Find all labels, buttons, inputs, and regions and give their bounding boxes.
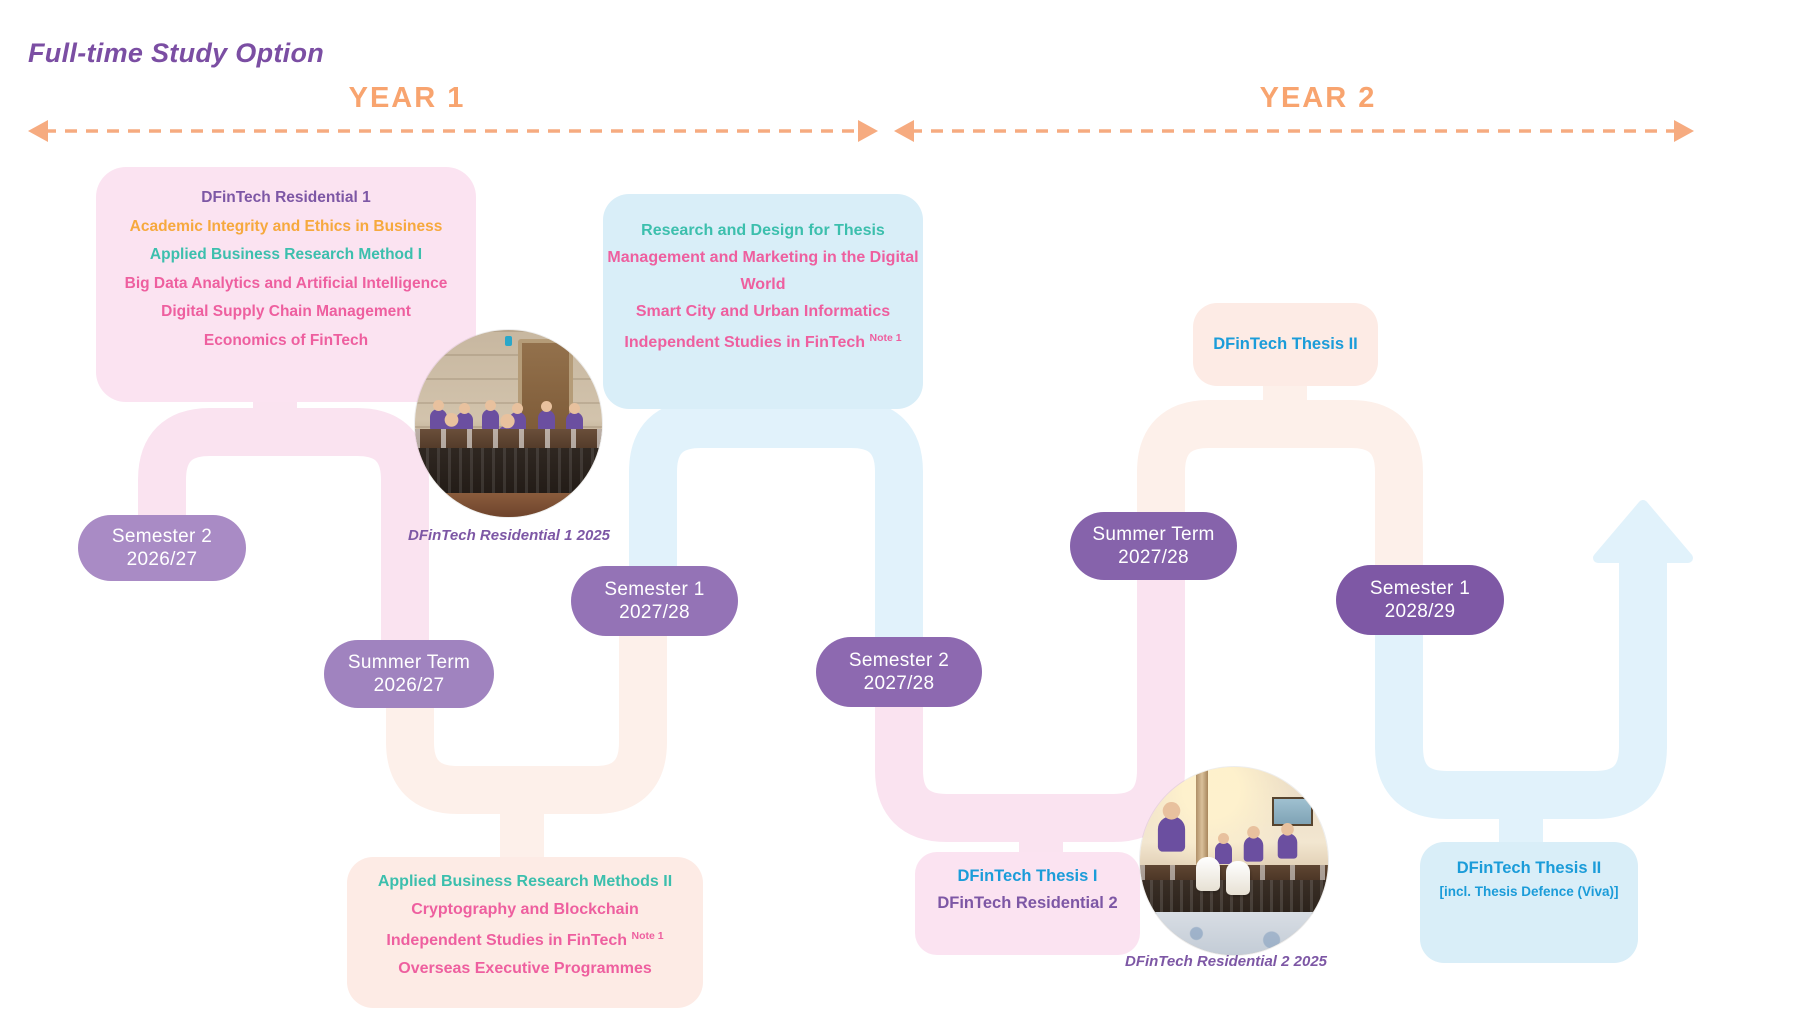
course-line: Research and Design for Thesis [641,222,885,239]
course-line: DFinTech Thesis II [1213,335,1358,353]
photo2-person [1215,833,1233,865]
photo2-person [1277,822,1298,859]
course-line: Management and Marketing in the Digital … [607,249,919,293]
pill-term: Semester 1 [1369,578,1471,599]
pill-year: 2026/27 [373,675,445,696]
photo2-person [1243,826,1264,863]
pill-year: 2028/29 [1384,601,1456,622]
course-line: Economics of FinTech [203,331,369,349]
photo2-chair [1196,857,1221,892]
photo1-person [566,403,584,435]
course-line: [incl. Thesis Defence (Viva)] [1439,884,1619,899]
course-line: Academic Integrity and Ethics in Busines… [129,217,443,235]
course-line: DFinTech Residential 1 [201,189,371,206]
course-box-top-left: DFinTech Residential 1 Academic Integrit… [96,167,476,402]
photo-residential-1 [415,330,602,517]
page-title: Full-time Study Option [28,38,325,68]
photo-residential-2 [1140,767,1328,955]
pill-semester1-2027-28: Semester 1 2027/28 [571,566,738,636]
pill-year: 2027/28 [619,602,690,623]
course-line: DFinTech Thesis I [957,867,1098,885]
pill-year: 2026/27 [126,549,198,570]
year2-right-arrow-icon [1674,120,1694,142]
note-superscript: Note 1 [631,930,664,942]
pill-year: 2027/28 [863,673,935,694]
course-line: DFinTech Residential 2 [937,894,1118,912]
course-box-top-middle: Research and Design for Thesis Managemen… [603,194,923,409]
photo2-carpet [1140,911,1328,955]
course-line: Overseas Executive Programmes [398,959,652,977]
pill-semester2-2026-27: Semester 2 2026/27 [78,515,246,581]
photo2-caption: DFinTech Residential 2 2025 [1124,953,1328,970]
photo2-chair [1226,861,1251,895]
path-u-year2-blue [1375,552,1667,819]
path-u-year1-peach [386,595,667,814]
path-arch-year2-peach [1137,400,1423,600]
note-superscript: Note 1 [869,332,902,344]
pill-summer-term-2027-28: Summer Term 2027/28 [1070,512,1237,580]
photo1-person [482,399,500,431]
course-box-bottom-left: Applied Business Research Methods II Cry… [347,857,703,1008]
course-line: Independent Studies in FinTech Note 1 [347,923,703,955]
pill-year: 2027/28 [1118,547,1189,568]
photo2-person [1157,802,1185,852]
photo1-table-fronts [415,447,602,493]
course-line: Independent Studies in FinTech Note 1 [603,325,923,356]
photo1-exit-sign [504,335,512,346]
course-line: Applied Business Research Method I [149,246,423,263]
course-line: Smart City and Urban Informatics [635,303,891,320]
photo1-person [538,401,556,433]
pill-term: Semester 2 [848,650,950,671]
course-line: Cryptography and Blockchain [411,900,639,918]
year1-right-arrow-icon [858,120,878,142]
path-arch-year1-pink [138,408,429,700]
path-arch-year1-blue [629,400,923,668]
photo2-pillar [1196,767,1208,871]
pill-semester2-2027-28: Semester 2 2027/28 [816,637,982,707]
year1-label: YEAR 1 [348,82,466,114]
completion-up-arrow-icon [1593,500,1693,563]
pill-term: Semester 1 [604,579,705,600]
pill-semester1-2028-29: Semester 1 2028/29 [1336,565,1504,635]
pill-term: Summer Term [347,652,471,673]
pill-term: Semester 2 [111,526,213,547]
year1-left-arrow-icon [28,120,48,142]
pill-summer-term-2026-27: Summer Term 2026/27 [324,640,494,708]
photo1-person [429,399,447,431]
course-line-text: Independent Studies in FinTech [386,932,628,949]
course-box-bottom-middle: DFinTech Thesis I DFinTech Residential 2 [915,852,1140,955]
year2-left-arrow-icon [894,120,914,142]
photo1-caption: DFinTech Residential 1 2025 [407,527,611,544]
course-line-text: Independent Studies in FinTech [624,334,866,351]
course-line: Digital Supply Chain Management [161,303,411,320]
year2-label: YEAR 2 [1259,82,1377,114]
photo1-tables [415,429,602,448]
course-box-bottom-right: DFinTech Thesis II [incl. Thesis Defence… [1420,842,1638,963]
course-line: Applied Business Research Methods II [377,873,673,890]
photo2-screen [1271,797,1314,826]
pill-term: Summer Term [1092,524,1215,545]
course-line: Big Data Analytics and Artificial Intell… [124,274,448,292]
photo1-floor [415,492,602,517]
course-line: DFinTech Thesis II [1456,859,1602,877]
course-box-top-right: DFinTech Thesis II [1193,303,1378,386]
